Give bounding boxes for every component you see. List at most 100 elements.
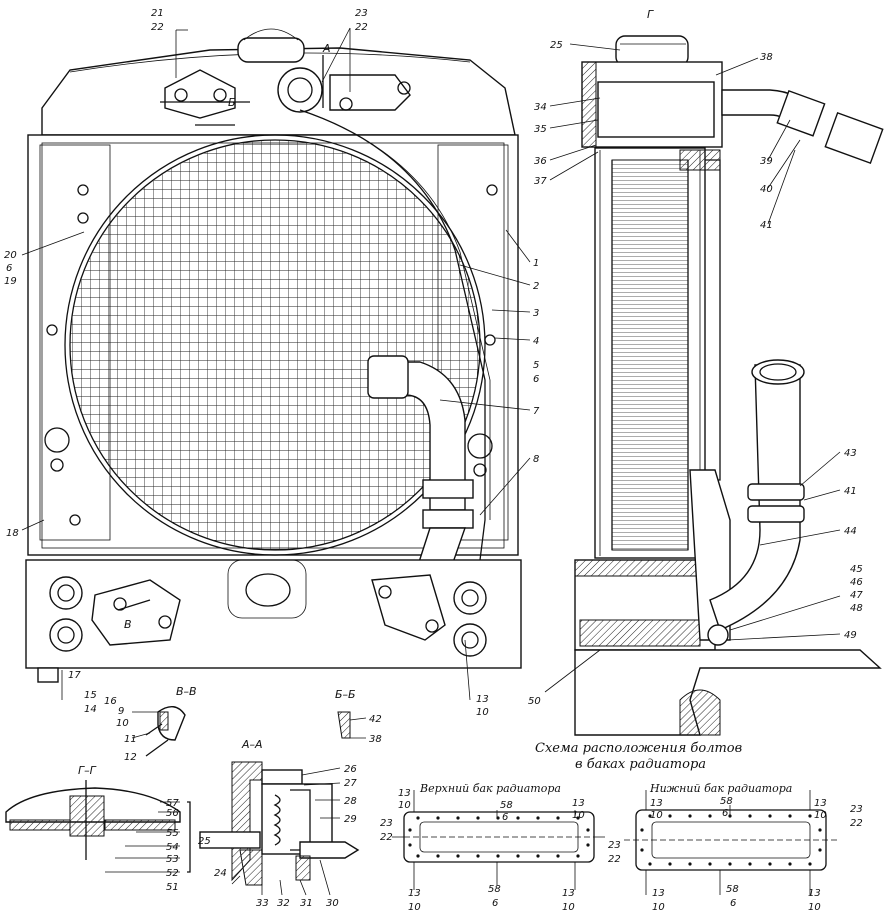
lower-13a: 13 [650,798,663,809]
upper-13b: 13 [572,798,585,809]
label-10-vv: 10 [116,718,129,729]
label-51: 51 [166,882,179,893]
label-56: 56 [166,808,179,819]
upper-13a: 13 [398,788,411,799]
lower-22: 22 [850,818,863,829]
label-53: 53 [166,854,179,865]
label-26: 26 [344,764,357,775]
side-view-labels: 25 38 34 35 36 37 39 40 41 43 41 44 45 4… [528,40,863,707]
label-52: 52 [166,868,179,879]
upper-58b: 58 [488,884,501,895]
label-37: 37 [534,176,547,187]
label-19: 19 [4,276,17,287]
label-5: 5 [533,360,539,371]
label-22b: 22 [355,22,368,33]
label-34: 34 [534,102,547,113]
bolt-scheme-upper-labels: 13 10 58 6 13 10 23 22 23 22 13 10 58 6 … [380,788,621,913]
label-6: 6 [533,374,539,385]
label-48: 48 [850,603,863,614]
upper-10a: 10 [398,800,411,811]
label-1: 1 [533,258,539,269]
front-leaders [21,27,531,701]
label-46: 46 [850,577,863,588]
bolt-scheme-caption-line2: в баках радиатора [575,757,706,772]
lower-10a: 10 [650,810,663,821]
upper-22r: 22 [608,854,621,865]
front-view [25,28,522,683]
section-mark-b: Б [228,96,236,109]
label-50: 50 [528,696,541,707]
label-15: 15 [84,690,97,701]
upper-23r: 23 [608,840,621,851]
label-17: 17 [68,670,81,681]
lower-13b: 13 [814,798,827,809]
label-55: 55 [166,828,179,839]
lower-6a: 6 [722,808,728,819]
lower-23: 23 [850,804,863,815]
label-39: 39 [760,156,773,167]
detail-v-v [131,706,186,757]
label-41: 41 [760,220,773,231]
lower-tank-title: Нижний бак радиатора [649,782,792,795]
upper-tank-title: Верхний бак радиатора [419,782,561,795]
label-25-gg: 25 [198,836,211,847]
section-title-a-a: А–А [241,738,263,751]
label-54: 54 [166,842,179,853]
side-view [574,35,884,736]
lower-58a: 58 [720,796,733,807]
label-44: 44 [844,526,857,537]
label-40: 40 [760,184,773,195]
section-mark-g: Г [647,8,654,21]
label-45: 45 [850,564,863,575]
label-18: 18 [6,528,19,539]
bolt-scheme-lower [624,790,838,895]
upper-23: 23 [380,818,393,829]
label-23: 23 [355,8,368,19]
upper-10c: 10 [408,902,421,913]
lower-13d: 13 [808,888,821,899]
label-27: 27 [344,778,357,789]
label-8: 8 [533,454,539,465]
bolt-scheme-lower-labels: 13 10 58 6 13 10 23 22 13 10 58 6 13 10 [650,796,863,913]
label-36: 36 [534,156,547,167]
label-29: 29 [344,814,357,825]
label-14: 14 [84,704,97,715]
upper-58a: 58 [500,800,513,811]
section-mark-a: А [322,42,331,55]
label-33: 33 [256,898,269,909]
lower-10b: 10 [814,810,827,821]
label-35: 35 [534,124,547,135]
section-mark-v: В [124,618,132,631]
lower-13c: 13 [652,888,665,899]
side-leaders [544,43,841,693]
upper-6b: 6 [492,898,498,909]
front-view-labels: 21 22 23 22 1 2 3 4 5 6 7 8 18 20 6 19 1… [4,8,540,718]
label-43: 43 [844,448,857,459]
label-11: 11 [124,734,137,745]
lower-10d: 10 [808,902,821,913]
label-24: 24 [214,868,227,879]
upper-10b: 10 [572,810,585,821]
lower-58b: 58 [726,884,739,895]
upper-6a: 6 [502,812,508,823]
lower-6b: 6 [730,898,736,909]
section-title-b-b: Б–Б [335,688,356,701]
label-22: 22 [151,22,164,33]
bolt-scheme-upper [392,790,605,890]
detail-g-g [5,780,191,873]
label-38: 38 [760,52,773,63]
label-38-bb: 38 [369,734,382,745]
label-10: 10 [476,707,489,718]
detail-a-a [199,761,360,896]
label-30: 30 [326,898,339,909]
lower-10c: 10 [652,902,665,913]
section-title-g-g: Г–Г [78,764,97,777]
label-3: 3 [533,308,539,319]
bolt-scheme-caption-line1: Схема расположения болтов [535,741,742,756]
label-47: 47 [850,590,863,601]
section-title-v-v: В–В [176,685,197,698]
label-42: 42 [369,714,382,725]
label-7: 7 [533,406,540,417]
